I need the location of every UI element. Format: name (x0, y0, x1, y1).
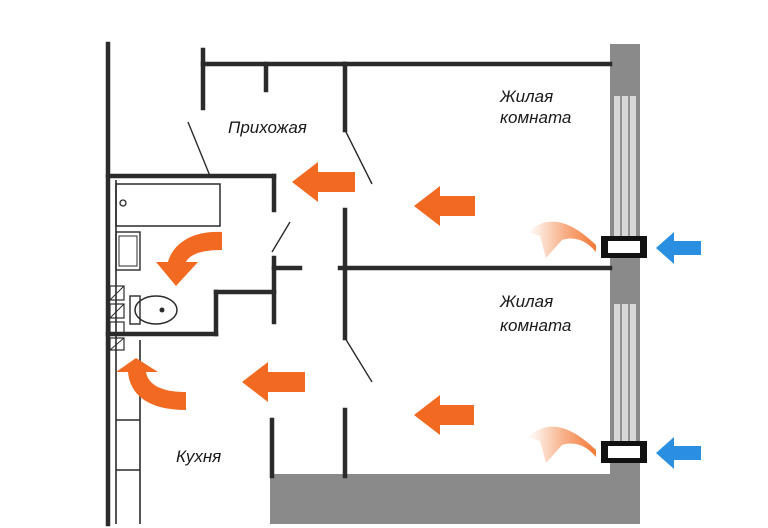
window-bottom (614, 304, 636, 454)
doors (187, 121, 373, 383)
airflow-arrow (292, 162, 355, 202)
window-top (614, 96, 636, 246)
living-room-2-label: Жилая (499, 292, 553, 311)
airflow-arrow (156, 231, 222, 286)
bathtub-icon (115, 183, 221, 227)
airflow-arrow (414, 395, 474, 435)
kitchen-label: Кухня (176, 447, 221, 466)
airflow-arrow (414, 186, 475, 226)
inlet-arrow-icon (656, 437, 701, 469)
hallway-label: Прихожая (228, 118, 307, 137)
exterior-wall-bottom (270, 474, 640, 524)
living-room-1-label-line2: комната (500, 108, 571, 127)
inlet-arrow-icon (656, 232, 701, 264)
sink-icon (115, 231, 141, 271)
living-room-2-label-line2: комната (500, 316, 571, 335)
window-air-vent-icon (601, 441, 647, 463)
airflow-arrow (116, 358, 186, 410)
airflow-arrow (528, 221, 596, 258)
airflow-arrow (528, 426, 596, 463)
airflow-arrow (242, 362, 305, 402)
interior-walls (105, 41, 613, 527)
toilet-icon (129, 295, 178, 325)
living-room-1-label: Жилая (499, 87, 553, 106)
ventilation-riser-icon (109, 285, 125, 351)
window-air-vent-icon (601, 236, 647, 258)
